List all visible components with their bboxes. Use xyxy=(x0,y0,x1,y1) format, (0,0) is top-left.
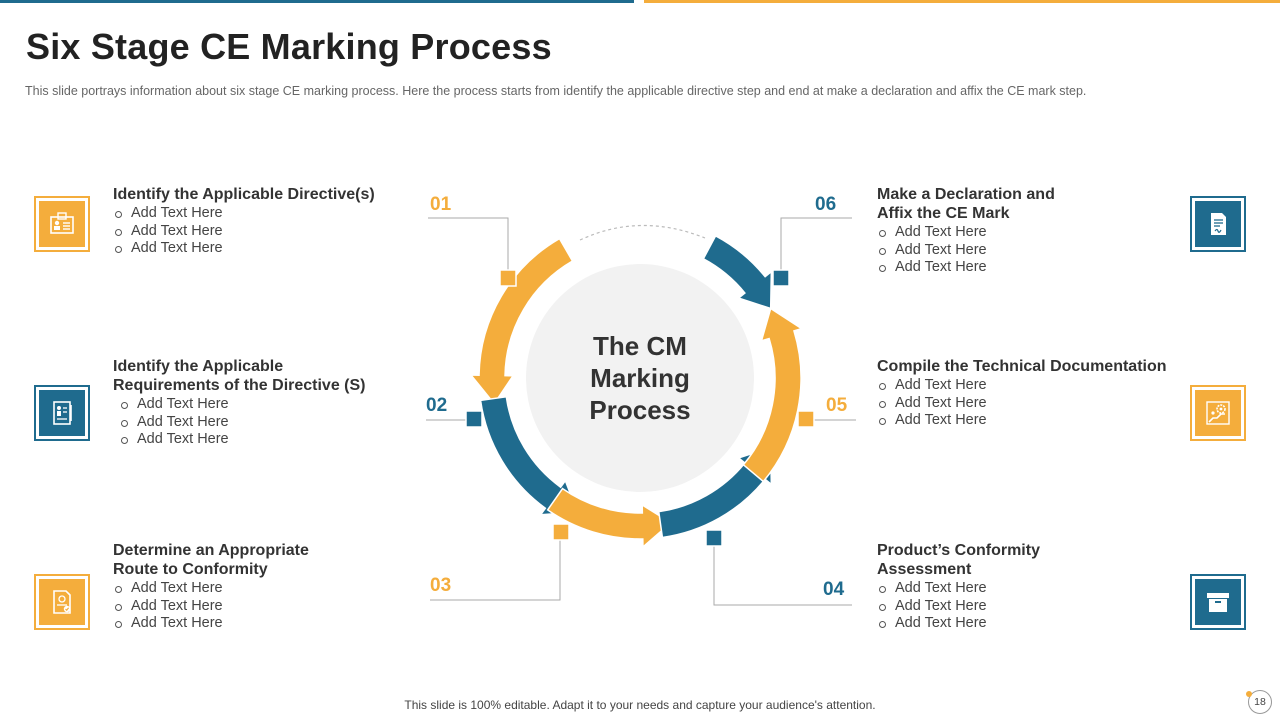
list-item: Add Text Here xyxy=(113,223,413,241)
stage-02-heading: Identify the Applicable Requirements of … xyxy=(113,357,413,395)
marker-03 xyxy=(552,523,570,541)
stage-01-items: Add Text Here Add Text Here Add Text Her… xyxy=(113,205,413,258)
connector-04 xyxy=(713,538,852,606)
list-item: Add Text Here xyxy=(113,580,413,598)
stage-04-items: Add Text Here Add Text Here Add Text Her… xyxy=(877,580,1177,633)
list-item: Add Text Here xyxy=(877,259,1177,277)
list-item: Add Text Here xyxy=(877,615,1177,633)
stage-03-heading-line: Route to Conformity xyxy=(113,561,268,578)
stage-number-05: 05 xyxy=(826,395,848,416)
marker-01 xyxy=(499,269,517,287)
stage-number-04: 04 xyxy=(823,579,845,600)
stage-05-items: Add Text Here Add Text Here Add Text Her… xyxy=(877,377,1177,430)
document-person-icon xyxy=(53,401,72,425)
box-icon xyxy=(1207,593,1229,612)
stage-02-icon-box xyxy=(34,385,90,441)
arrow-segment-06 xyxy=(702,234,773,310)
marker-04 xyxy=(705,529,723,547)
list-item: Add Text Here xyxy=(877,395,1177,413)
stage-01-heading: Identify the Applicable Directive(s) xyxy=(113,185,413,204)
stage-03-items: Add Text Here Add Text Here Add Text Her… xyxy=(113,580,413,633)
list-item: Add Text Here xyxy=(119,431,413,449)
center-line-2: Marking xyxy=(590,363,690,393)
stage-03-heading: Determine an Appropriate Route to Confor… xyxy=(113,541,413,579)
stage-06-items: Add Text Here Add Text Here Add Text Her… xyxy=(877,224,1177,277)
stage-06-heading-line: Make a Declaration and xyxy=(877,186,1055,203)
signed-document-icon xyxy=(1211,213,1226,235)
stage-number-03: 03 xyxy=(430,575,452,596)
center-circle xyxy=(526,264,754,492)
center-line-3: Process xyxy=(589,395,691,425)
list-item: Add Text Here xyxy=(877,580,1177,598)
stage-04-heading: Product’s Conformity Assessment xyxy=(877,541,1177,579)
page-number-dot xyxy=(1246,691,1252,697)
slide-title: Six Stage CE Marking Process xyxy=(26,26,552,67)
stage-06-block: Make a Declaration and Affix the CE Mark… xyxy=(877,185,1177,277)
list-item: Add Text Here xyxy=(113,205,413,223)
top-accent-bar-blue xyxy=(0,0,634,3)
list-item: Add Text Here xyxy=(877,224,1177,242)
list-item: Add Text Here xyxy=(877,598,1177,616)
stage-03-block: Determine an Appropriate Route to Confor… xyxy=(113,541,413,633)
stage-03-icon-box xyxy=(34,574,90,630)
marker-06 xyxy=(772,269,790,287)
gear-climb-icon xyxy=(1206,401,1230,425)
stage-05-block: Compile the Technical Documentation Add … xyxy=(877,357,1177,430)
stage-number-02: 02 xyxy=(426,395,448,416)
list-item: Add Text Here xyxy=(877,412,1177,430)
slide-footer: This slide is 100% editable. Adapt it to… xyxy=(404,698,876,712)
stage-01-heading-line: Identify the Applicable Directive(s) xyxy=(113,186,375,203)
center-label: The CM Marking Process xyxy=(540,330,740,426)
stage-05-heading-line: Compile the Technical Documentation xyxy=(877,358,1167,375)
stage-02-items: Add Text Here Add Text Here Add Text Her… xyxy=(119,396,413,449)
stage-02-heading-line: Identify the Applicable xyxy=(113,358,284,375)
id-card-icon xyxy=(50,212,74,234)
stage-04-heading-line: Product’s Conformity xyxy=(877,542,1040,559)
connector-03 xyxy=(430,532,561,601)
stage-06-heading: Make a Declaration and Affix the CE Mark xyxy=(877,185,1177,223)
stage-06-heading-line: Affix the CE Mark xyxy=(877,205,1010,222)
stage-01-icon-box xyxy=(34,196,90,252)
stage-02-heading-line: Requirements of the Directive (S) xyxy=(113,377,366,394)
connector-06 xyxy=(780,217,852,278)
list-item: Add Text Here xyxy=(113,240,413,258)
stage-03-heading-line: Determine an Appropriate xyxy=(113,542,309,559)
stage-01-block: Identify the Applicable Directive(s) Add… xyxy=(113,185,413,258)
top-accent-bar-orange xyxy=(644,0,1280,3)
list-item: Add Text Here xyxy=(113,615,413,633)
stage-number-01: 01 xyxy=(430,194,452,215)
stage-04-block: Product’s Conformity Assessment Add Text… xyxy=(877,541,1177,633)
arrow-segment-05 xyxy=(742,307,804,483)
stage-number-06: 06 xyxy=(815,194,837,215)
connector-01 xyxy=(428,217,509,278)
list-item: Add Text Here xyxy=(877,377,1177,395)
stage-05-heading: Compile the Technical Documentation xyxy=(877,357,1177,376)
center-line-1: The CM xyxy=(593,331,687,361)
list-item: Add Text Here xyxy=(877,242,1177,260)
list-item: Add Text Here xyxy=(119,396,413,414)
certificate-check-icon xyxy=(53,590,71,614)
list-item: Add Text Here xyxy=(119,414,413,432)
dashed-top-arc xyxy=(579,224,706,241)
stage-06-icon-box xyxy=(1190,196,1246,252)
marker-05 xyxy=(797,410,815,428)
slide-subtitle: This slide portrays information about si… xyxy=(25,84,1087,98)
stage-02-block: Identify the Applicable Requirements of … xyxy=(113,357,413,449)
stage-04-icon-box xyxy=(1190,574,1246,630)
stage-05-icon-box xyxy=(1190,385,1246,441)
page-number: 18 xyxy=(1248,690,1272,714)
marker-02 xyxy=(465,410,483,428)
stage-04-heading-line: Assessment xyxy=(877,561,972,578)
connector-lines xyxy=(426,217,856,606)
list-item: Add Text Here xyxy=(113,598,413,616)
